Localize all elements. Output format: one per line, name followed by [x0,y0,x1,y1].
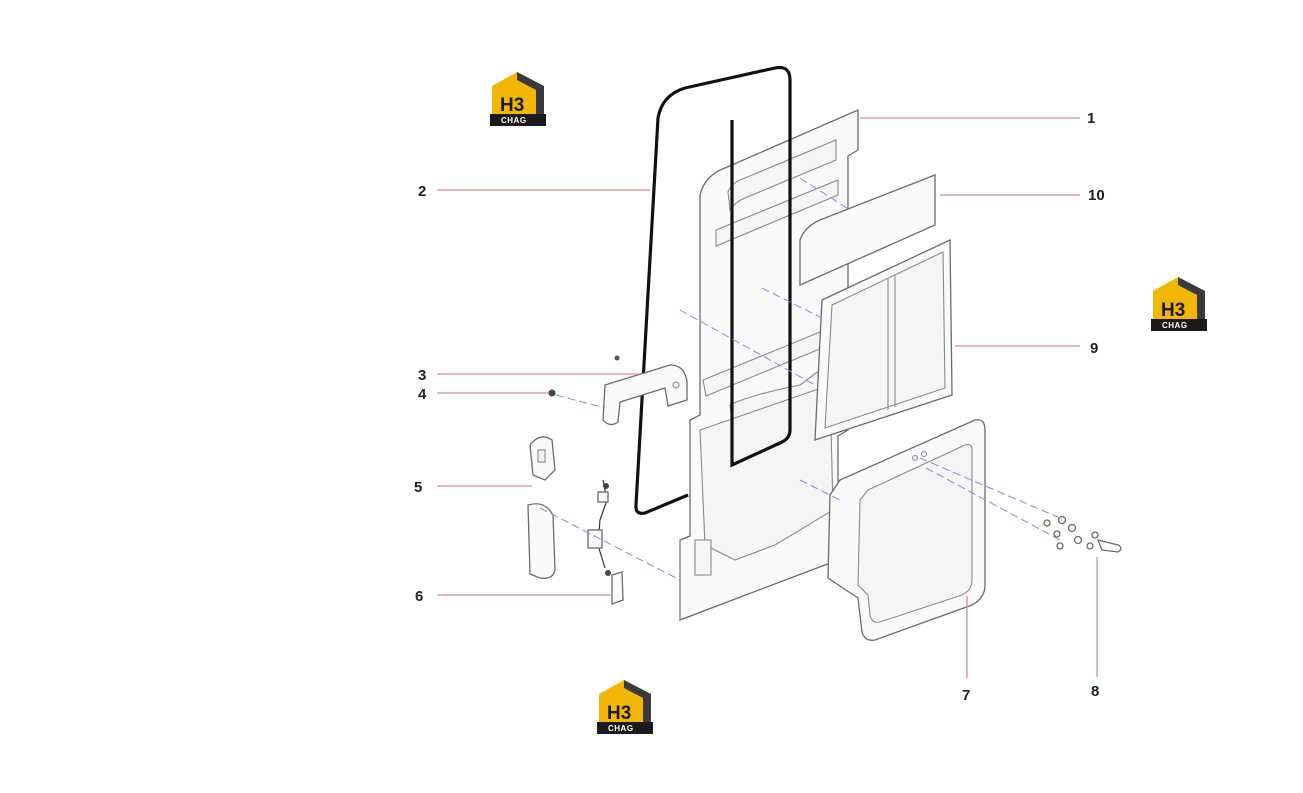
callout-2: 2 [418,183,426,200]
window-assembly-part [814,238,953,441]
logo-mark: H3 [500,95,524,116]
callout-1: 1 [1087,110,1095,127]
brand-logo-top: H3 CHAG [490,72,546,126]
assembly-axes [539,177,1061,581]
glass-seal-part [634,65,792,515]
logo-mark: H3 [1161,300,1185,321]
inner-handle-part [611,571,624,605]
logo-roof-shadow [517,72,544,116]
fastener-kit-part [1043,515,1122,553]
logo-subtext: CHAG [501,116,527,125]
callout-5: 5 [414,479,422,496]
pin-part [548,389,556,397]
hinge-part [602,355,688,426]
logo-subtext: CHAG [608,724,634,733]
callout-4: 4 [418,386,427,403]
callout-10: 10 [1088,187,1105,204]
brand-logo-right: H3 CHAG [1151,277,1207,331]
callout-7: 7 [962,687,970,704]
lock-mechanism-part [587,479,611,576]
logo-roof-shadow [624,680,651,724]
logo-mark: H3 [607,703,631,724]
callout-3: 3 [418,367,426,384]
screw-icon [614,355,620,361]
callout-6: 6 [415,588,423,605]
glass-panel-part [799,174,936,287]
callout-8: 8 [1091,683,1099,700]
logo-subtext: CHAG [1162,321,1188,330]
logo-bar [1151,319,1207,331]
logo-roof-shadow [1178,277,1205,321]
leader-lines [437,117,1098,678]
door-trim-panel-part [827,419,986,641]
callout-labels: 1 2 3 4 5 6 7 8 9 10 [414,110,1105,704]
logo-bar [597,722,653,734]
callout-9: 9 [1090,340,1098,357]
handle-part [527,436,556,579]
logo-bar [490,114,546,126]
brand-logo-bottom: H3 CHAG [597,680,653,734]
